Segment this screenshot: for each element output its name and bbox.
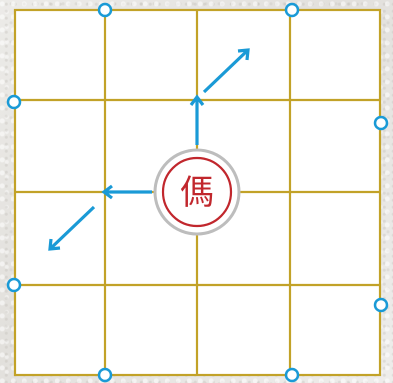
horse-piece[interactable]: 傌	[155, 150, 239, 234]
target-point[interactable]	[99, 4, 111, 16]
target-point[interactable]	[99, 369, 111, 381]
target-point[interactable]	[8, 96, 20, 108]
target-point[interactable]	[375, 299, 387, 311]
piece-character: 傌	[180, 173, 214, 213]
target-point[interactable]	[8, 279, 20, 291]
target-point[interactable]	[286, 4, 298, 16]
target-point[interactable]	[375, 117, 387, 129]
target-point[interactable]	[286, 369, 298, 381]
